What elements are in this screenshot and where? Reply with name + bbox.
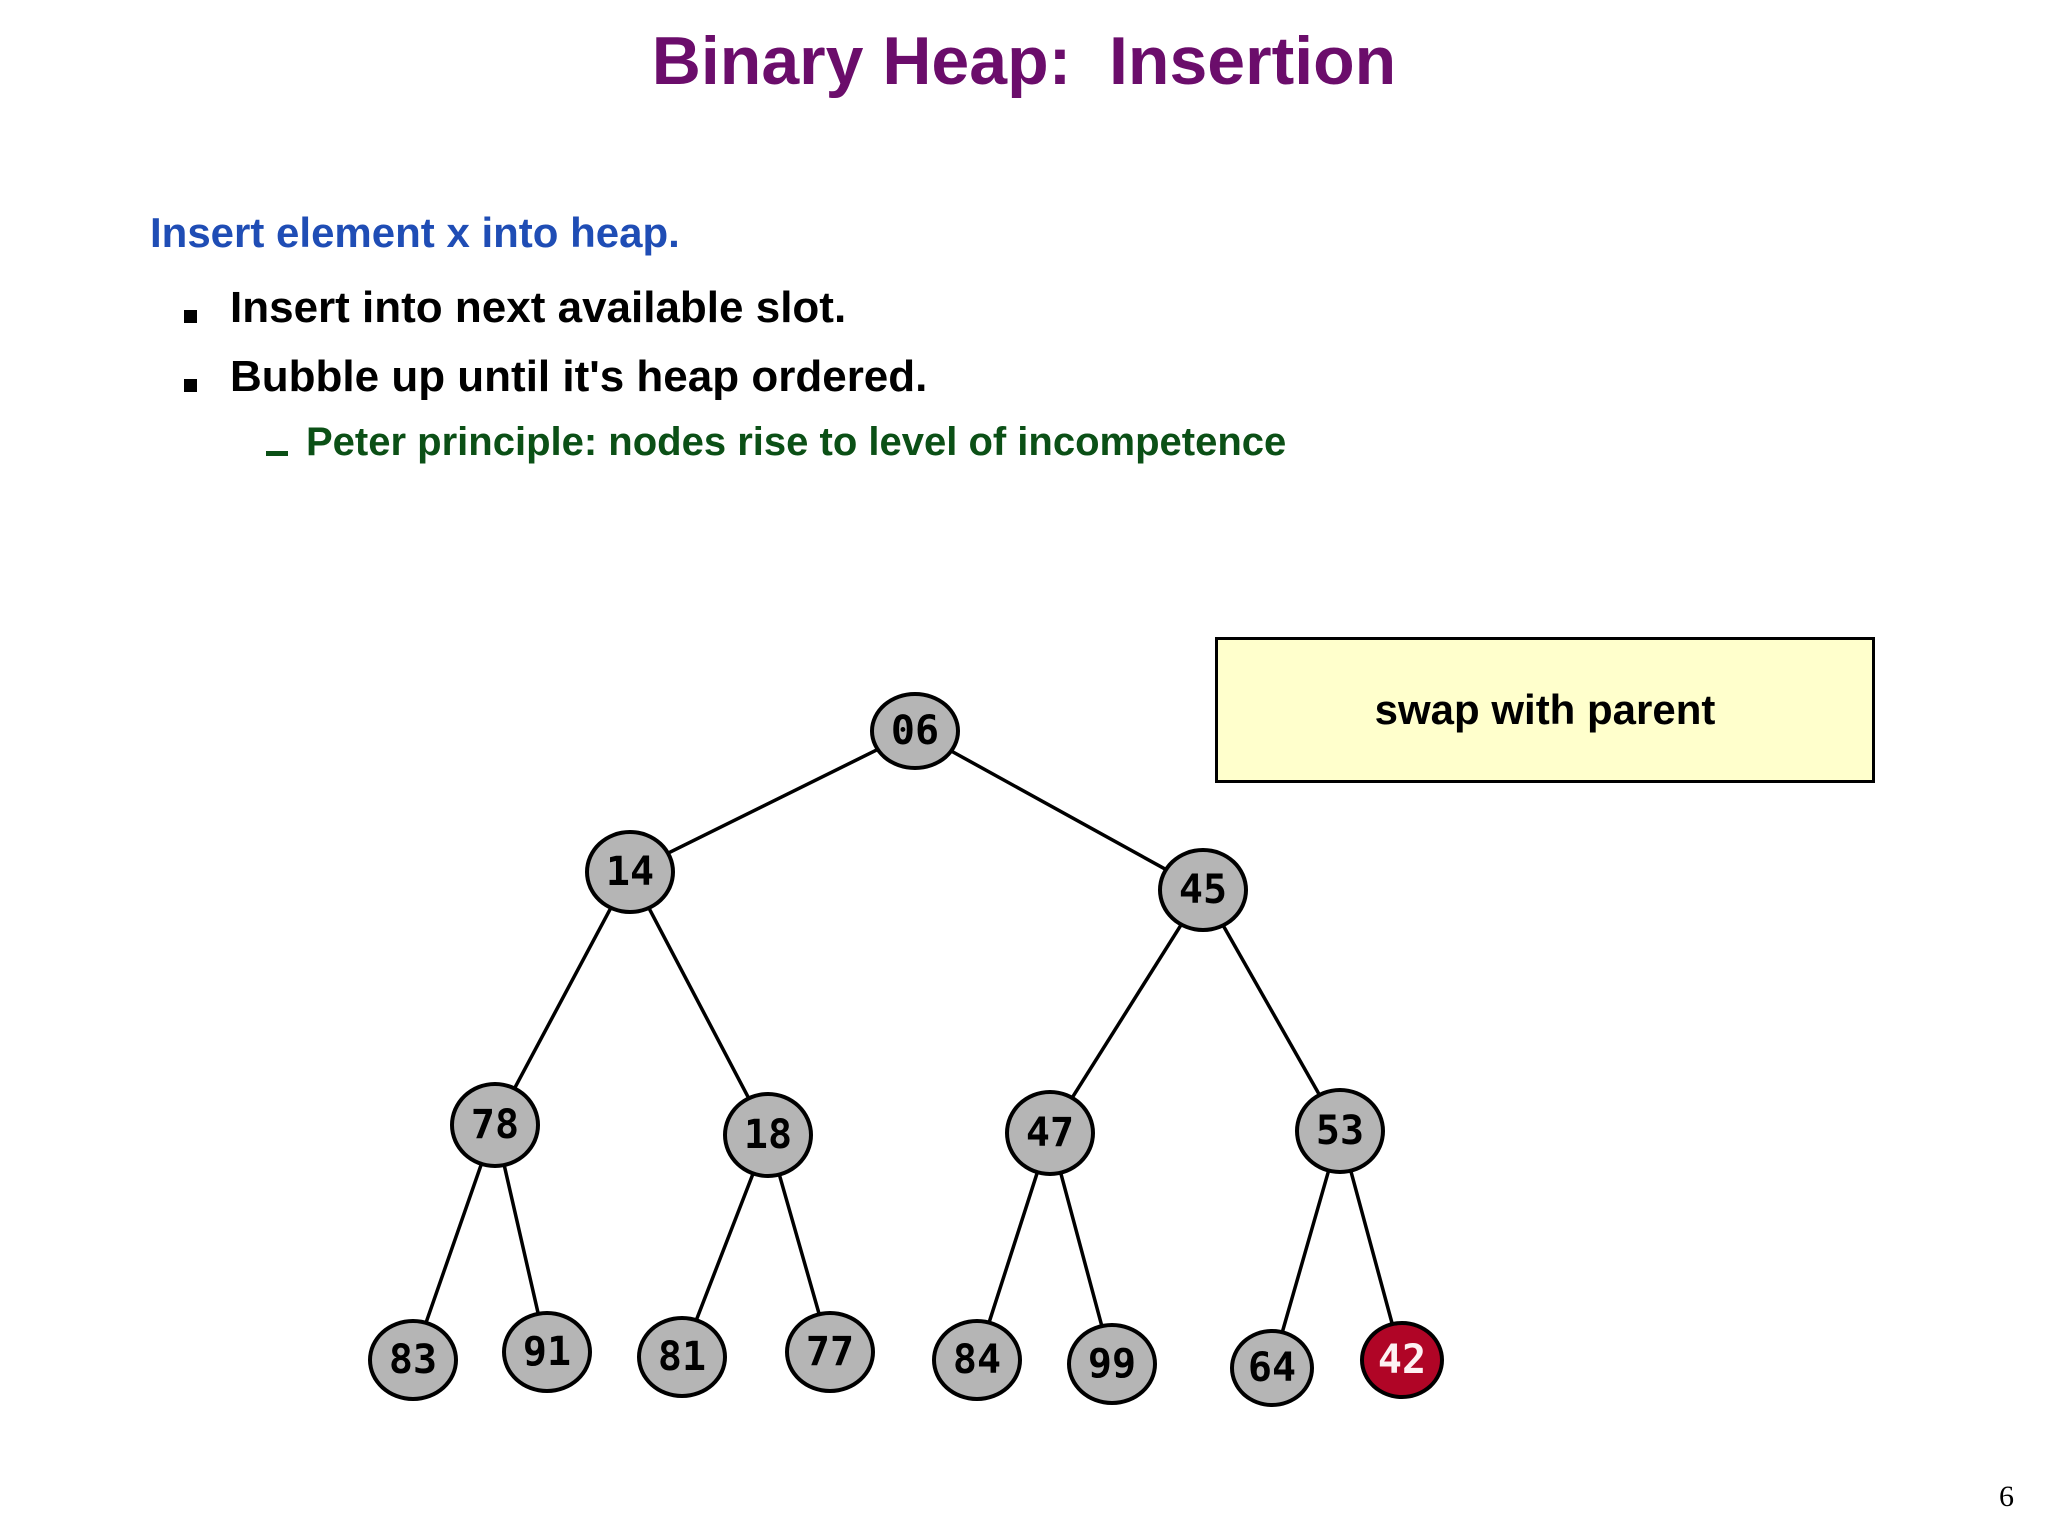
tree-edge bbox=[1280, 1170, 1331, 1333]
sub-bullet-label: Peter principle: nodes rise to level of … bbox=[306, 419, 1287, 464]
tree-node-47[interactable]: 47 bbox=[1005, 1090, 1095, 1176]
tree-node-53[interactable]: 53 bbox=[1295, 1088, 1385, 1174]
tree-edge bbox=[424, 1163, 484, 1324]
list-item: Insert into next available slot. bbox=[150, 280, 1650, 336]
tree-edge bbox=[512, 907, 613, 1090]
tree-node-99[interactable]: 99 bbox=[1067, 1323, 1157, 1405]
bullet-label: Insert into next available slot. bbox=[230, 283, 847, 333]
square-bullet-icon bbox=[184, 310, 197, 324]
page-number: 6 bbox=[1999, 1480, 2014, 1513]
square-bullet-icon bbox=[184, 378, 197, 392]
tree-edge bbox=[502, 1164, 540, 1315]
callout-box: swap with parent bbox=[1215, 637, 1875, 783]
bullet-label: Bubble up until it's heap ordered. bbox=[230, 351, 928, 401]
tree-edge bbox=[667, 747, 879, 855]
tree-node-label: 14 bbox=[605, 849, 655, 895]
tree-node-label: 91 bbox=[522, 1329, 572, 1375]
tree-node-label: 64 bbox=[1247, 1345, 1297, 1391]
tree-node-label: 84 bbox=[952, 1337, 1002, 1383]
tree-edge bbox=[777, 1174, 821, 1315]
tree-node-label: 45 bbox=[1178, 867, 1228, 913]
page-title: Binary Heap: Insertion bbox=[651, 23, 1397, 99]
tree-node-label: 99 bbox=[1087, 1341, 1137, 1387]
tree-node-label: 83 bbox=[388, 1337, 438, 1383]
tree-edge bbox=[987, 1171, 1040, 1324]
tree-node-91[interactable]: 91 bbox=[502, 1311, 592, 1393]
tree-edge bbox=[1070, 923, 1183, 1099]
tree-edge bbox=[950, 749, 1167, 872]
tree-edge bbox=[1058, 1172, 1104, 1327]
tree-node-77[interactable]: 77 bbox=[785, 1311, 875, 1393]
callout-label: swap with parent bbox=[1374, 686, 1716, 733]
tree-node-label: 77 bbox=[805, 1329, 855, 1375]
tree-node-81[interactable]: 81 bbox=[637, 1316, 727, 1398]
tree-node-64[interactable]: 64 bbox=[1230, 1329, 1314, 1407]
tree-node-84[interactable]: 84 bbox=[932, 1319, 1022, 1401]
lead-line: Insert element x into heap. bbox=[150, 209, 680, 256]
body-text-block: Insert element x into heap. Insert into … bbox=[150, 209, 1650, 468]
tree-edge bbox=[1221, 924, 1322, 1096]
sub-list-item: Peter principle: nodes rise to level of … bbox=[150, 417, 1650, 468]
tree-node-06[interactable]: 06 bbox=[870, 692, 960, 770]
tree-node-label: 53 bbox=[1315, 1108, 1365, 1154]
tree-node-label: 42 bbox=[1377, 1337, 1427, 1383]
tree-edge bbox=[647, 907, 751, 1100]
tree-edge bbox=[1349, 1170, 1394, 1325]
tree-node-label: 18 bbox=[743, 1112, 793, 1158]
tree-node-label: 81 bbox=[657, 1334, 707, 1380]
tree-node-14[interactable]: 14 bbox=[585, 830, 675, 914]
tree-node-label: 78 bbox=[470, 1102, 520, 1148]
tree-node-label: 06 bbox=[890, 708, 940, 754]
tree-node-label: 47 bbox=[1025, 1110, 1075, 1156]
tree-node-83[interactable]: 83 bbox=[368, 1319, 458, 1401]
tree-node-42[interactable]: 42 bbox=[1360, 1321, 1444, 1399]
tree-node-45[interactable]: 45 bbox=[1158, 848, 1248, 932]
tree-node-78[interactable]: 78 bbox=[450, 1082, 540, 1168]
tree-node-18[interactable]: 18 bbox=[723, 1092, 813, 1178]
tree-edge bbox=[694, 1172, 755, 1321]
list-item: Bubble up until it's heap ordered. bbox=[150, 349, 1650, 405]
dash-bullet-icon bbox=[266, 450, 288, 456]
